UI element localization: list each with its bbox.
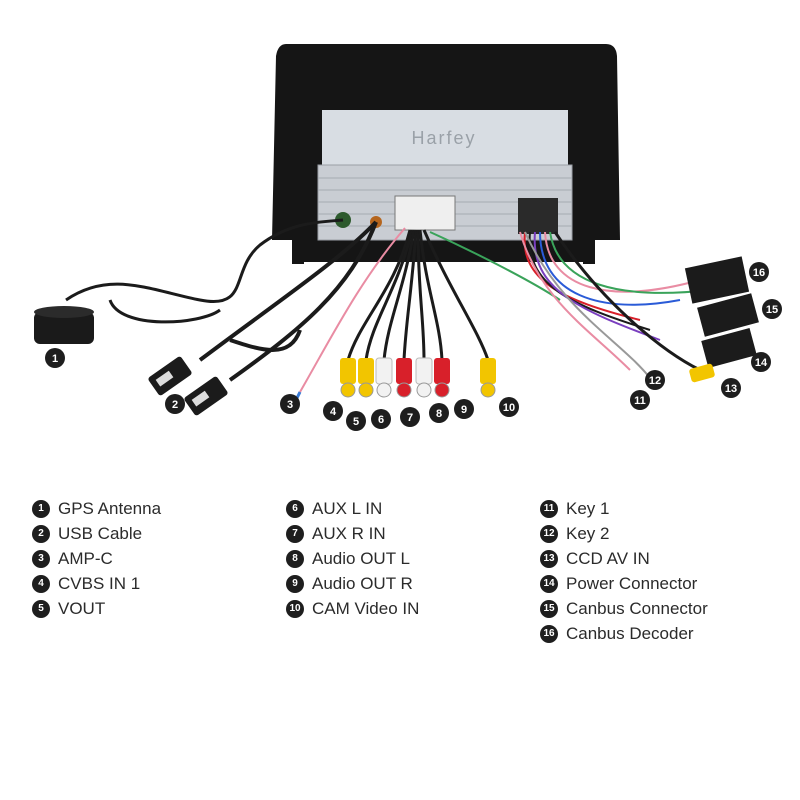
legend-item-audio-out-r: 9 Audio OUT R — [286, 571, 516, 596]
legend-label: CVBS IN 1 — [58, 573, 141, 593]
legend-label: Key 1 — [566, 498, 610, 518]
svg-text:10: 10 — [503, 402, 515, 414]
legend-column-2: 6 AUX L IN 7 AUX R IN 8 Audio OUT L 9 Audio … — [286, 496, 516, 621]
legend-item-power-connector: 14 Power Connector — [540, 571, 770, 596]
legend-label: Canbus Connector — [566, 598, 708, 618]
svg-text:12: 12 — [649, 375, 661, 387]
svg-text:4: 4 — [330, 406, 337, 418]
legend-item-gps-antenna: 1 GPS Antenna — [32, 496, 262, 521]
power-connector-plug — [701, 328, 757, 368]
gps-puck-top — [34, 306, 94, 318]
callout-markers: 1 2 3 4 5 6 7 8 9 10 11 12 13 14 15 16 — [45, 262, 782, 431]
legend-item-canbus-connector: 15 Canbus Connector — [540, 596, 770, 621]
number-badge: 5 — [32, 599, 50, 618]
legend-item-aux-l-in: 6 AUX L IN — [286, 496, 516, 521]
legend-column-1: 1 GPS Antenna 2 USB Cable 3 AMP-C 4 CVBS IN … — [32, 496, 262, 621]
canbus-connector-plug — [697, 293, 759, 337]
svg-text:9: 9 — [461, 404, 467, 416]
number-badge: 1 — [32, 499, 50, 518]
ccd-rca-plug — [689, 363, 715, 383]
number-badge: 9 — [286, 574, 304, 593]
power-port — [518, 198, 558, 234]
wire-harness-port — [394, 195, 456, 231]
legend-label: Key 2 — [566, 523, 610, 543]
svg-text:7: 7 — [407, 412, 413, 424]
number-badge: 15 — [540, 599, 558, 618]
usb-cables — [148, 220, 378, 416]
svg-text:6: 6 — [378, 414, 384, 426]
svg-text:14: 14 — [755, 357, 768, 369]
legend-item-key-1: 11 Key 1 — [540, 496, 770, 521]
rca-bundle — [346, 229, 490, 361]
legend-label: CCD AV IN — [566, 548, 650, 568]
legend-column-3: 11 Key 1 12 Key 2 13 CCD AV IN 14 Power Conn… — [540, 496, 770, 646]
number-badge: 6 — [286, 499, 304, 518]
legend-item-cam-video-in: 10 CAM Video IN — [286, 596, 516, 621]
power-harness — [429, 231, 711, 379]
number-badge: 14 — [540, 574, 558, 593]
mount-tab-right — [583, 236, 595, 264]
svg-text:1: 1 — [52, 353, 58, 365]
legend-label: Audio OUT R — [312, 573, 413, 593]
number-badge: 8 — [286, 549, 304, 568]
legend-label: VOUT — [58, 598, 106, 618]
head-unit: Harfey — [272, 44, 620, 264]
gps-cable-loop — [108, 299, 221, 324]
number-badge: 12 — [540, 524, 558, 543]
legend-item-ccd-av-in: 13 CCD AV IN — [540, 546, 770, 571]
gps-cable — [65, 218, 344, 303]
number-badge: 2 — [32, 524, 50, 543]
legend-item-vout: 5 VOUT — [32, 596, 262, 621]
legend-item-audio-out-l: 8 Audio OUT L — [286, 546, 516, 571]
number-badge: 3 — [32, 549, 50, 568]
rca-plugs — [340, 357, 496, 398]
legend-label: Canbus Decoder — [566, 623, 694, 643]
number-badge: 11 — [540, 499, 558, 518]
svg-text:8: 8 — [436, 408, 442, 420]
legend-label: Audio OUT L — [312, 548, 410, 568]
legend: 1 GPS Antenna 2 USB Cable 3 AMP-C 4 CVBS IN … — [0, 496, 800, 656]
number-badge: 4 — [32, 574, 50, 593]
svg-text:2: 2 — [172, 399, 178, 411]
legend-item-cvbs-in-1: 4 CVBS IN 1 — [32, 571, 262, 596]
wiring-diagram: Harfey — [34, 44, 782, 431]
number-badge: 13 — [540, 549, 558, 568]
number-badge: 16 — [540, 624, 558, 643]
legend-item-usb-cable: 2 USB Cable — [32, 521, 262, 546]
number-badge: 7 — [286, 524, 304, 543]
legend-label: USB Cable — [58, 523, 143, 543]
svg-text:5: 5 — [353, 416, 359, 428]
legend-label: CAM Video IN — [312, 598, 420, 618]
canbus-decoder-box — [684, 256, 750, 304]
legend-item-amp-c: 3 AMP-C — [32, 546, 262, 571]
amp-c-wire — [299, 227, 406, 393]
legend-item-canbus-decoder: 16 Canbus Decoder — [540, 621, 770, 646]
svg-text:3: 3 — [287, 399, 293, 411]
legend-label: GPS Antenna — [58, 498, 162, 518]
legend-item-aux-r-in: 7 AUX R IN — [286, 521, 516, 546]
gps-antenna — [34, 218, 344, 344]
mount-tab-left — [292, 236, 304, 264]
svg-text:16: 16 — [753, 267, 765, 279]
legend-label: AMP-C — [58, 548, 113, 568]
gps-puck — [34, 312, 94, 344]
svg-text:15: 15 — [766, 304, 778, 316]
legend-label: AUX L IN — [312, 498, 383, 518]
brand-watermark: Harfey — [411, 128, 476, 148]
legend-label: AUX R IN — [312, 523, 386, 543]
legend-item-key-2: 12 Key 2 — [540, 521, 770, 546]
legend-label: Power Connector — [566, 573, 698, 593]
number-badge: 10 — [286, 599, 304, 618]
screen-back — [322, 110, 568, 170]
svg-text:13: 13 — [725, 383, 737, 395]
svg-text:11: 11 — [634, 395, 646, 407]
